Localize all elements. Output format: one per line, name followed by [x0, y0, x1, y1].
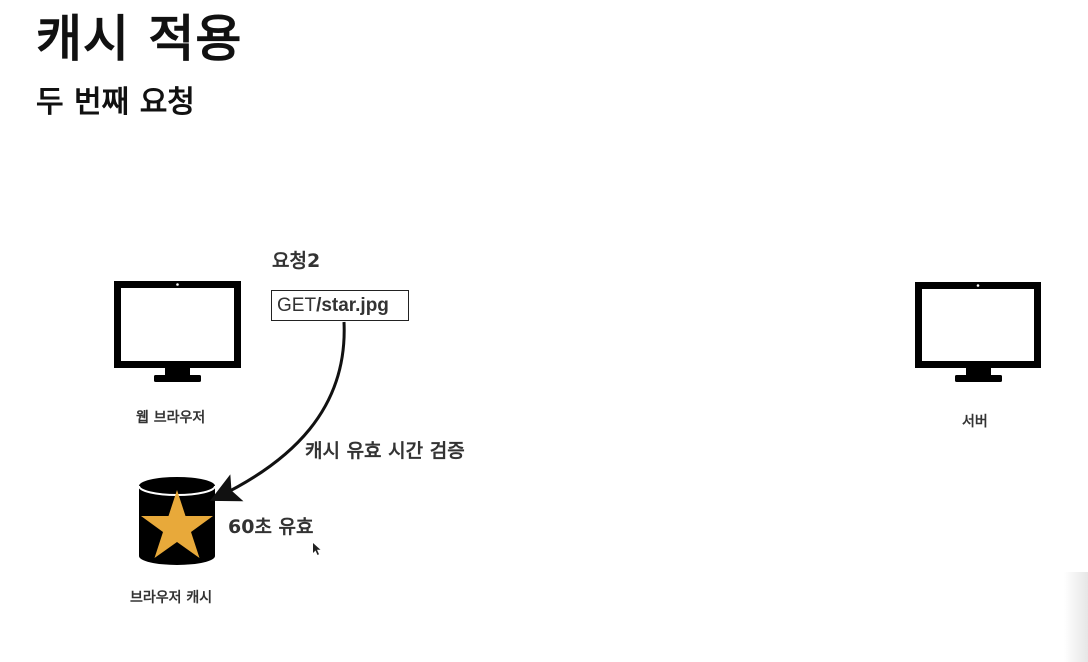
cache-ttl-label: 60초 유효: [228, 516, 314, 538]
browser-monitor-icon: [114, 281, 241, 382]
validate-arrow: [209, 321, 346, 502]
edge-shadow: [1064, 572, 1088, 662]
server-label: 서버: [962, 414, 988, 430]
star-icon: [141, 490, 213, 558]
browser-cache-icon: [138, 477, 216, 565]
request-box: GET /star.jpg: [271, 290, 409, 321]
mouse-cursor-icon: [313, 543, 321, 555]
request-label: 요청2: [272, 250, 321, 272]
request-method: GET: [277, 294, 317, 316]
arrow-label: 캐시 유효 시간 검증: [305, 440, 465, 462]
slide-title: 캐시 적용: [36, 10, 243, 68]
browser-label: 웹 브라우저: [136, 410, 206, 426]
cache-label: 브라우저 캐시: [130, 590, 213, 606]
slide-subtitle: 두 번째 요청: [36, 85, 195, 120]
server-monitor-icon: [915, 282, 1041, 382]
request-path: /star.jpg: [316, 294, 389, 316]
